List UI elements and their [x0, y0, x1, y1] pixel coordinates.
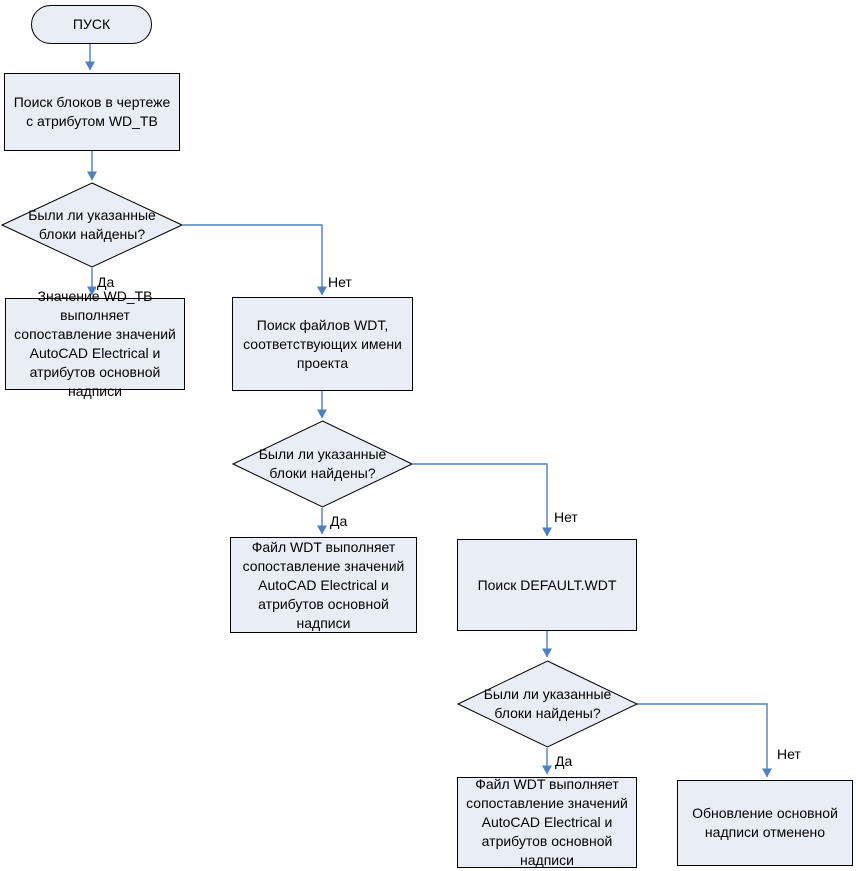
process-wdt-mapping-default-label: Файл WDT выполняет сопоставление значени…: [466, 776, 628, 868]
process-wd-tb-mapping-label: Значение WD_TB выполняет сопоставление з…: [14, 288, 176, 399]
edge-decision-3-no: [637, 703, 772, 778]
diamond-shape: [457, 660, 638, 748]
process-search-blocks: Поиск блоков в чертеже с атрибутом WD_TB: [4, 73, 180, 151]
diamond-shape: [232, 420, 413, 508]
edge-decision-2-no: [413, 463, 552, 537]
decision-3-diamond: [457, 660, 638, 748]
process-wdt-mapping-project: Файл WDT выполняет сопоставление значени…: [230, 537, 417, 633]
process-search-default-wdt: Поиск DEFAULT.WDT: [457, 539, 637, 631]
branch-label-decision-1-no: Нет: [327, 274, 353, 290]
decision-blocks-found-1: Были ли указанные блоки найдены?: [1, 182, 183, 268]
decision-1-label: Были ли указанные блоки найдены?: [28, 207, 156, 242]
branch-label-decision-3-no: Нет: [776, 746, 802, 762]
branch-label-decision-2-yes: Да: [329, 513, 349, 529]
branch-label-decision-3-yes: Да: [554, 753, 574, 769]
process-search-wdt-files: Поиск файлов WDT, соответствующих имени …: [232, 297, 413, 391]
start-label: ПУСК: [72, 16, 111, 32]
process-search-default-wdt-label: Поиск DEFAULT.WDT: [477, 576, 617, 593]
decision-blocks-found-3: Были ли указанные блоки найдены?: [457, 660, 638, 748]
process-wdt-mapping-project-label: Файл WDT выполняет сопоставление значени…: [242, 538, 405, 631]
process-search-blocks-label: Поиск блоков в чертеже с атрибутом WD_TB: [13, 94, 171, 129]
process-wd-tb-mapping: Значение WD_TB выполняет сопоставление з…: [5, 288, 185, 399]
process-update-cancelled-label: Обновление основной надписи отменено: [692, 805, 838, 840]
edge-decision-1-no: [183, 224, 327, 296]
decision-blocks-found-2: Были ли указанные блоки найдены?: [232, 420, 413, 508]
branch-label-decision-2-no: Нет: [553, 509, 579, 525]
decision-3-label: Были ли указанные блоки найдены?: [483, 686, 612, 721]
start-terminator: ПУСК: [31, 5, 152, 44]
process-update-cancelled: Обновление основной надписи отменено: [677, 780, 853, 866]
decision-2-diamond: [232, 420, 413, 508]
process-wdt-mapping-default: Файл WDT выполняет сопоставление значени…: [457, 776, 637, 868]
decision-2-label: Были ли указанные блоки найдены?: [258, 446, 387, 481]
process-search-wdt-files-label: Поиск файлов WDT, соответствующих имени …: [243, 316, 402, 371]
diamond-shape: [1, 182, 183, 268]
branch-label-decision-1-yes: Да: [96, 274, 116, 290]
decision-1-diamond: [1, 182, 183, 268]
